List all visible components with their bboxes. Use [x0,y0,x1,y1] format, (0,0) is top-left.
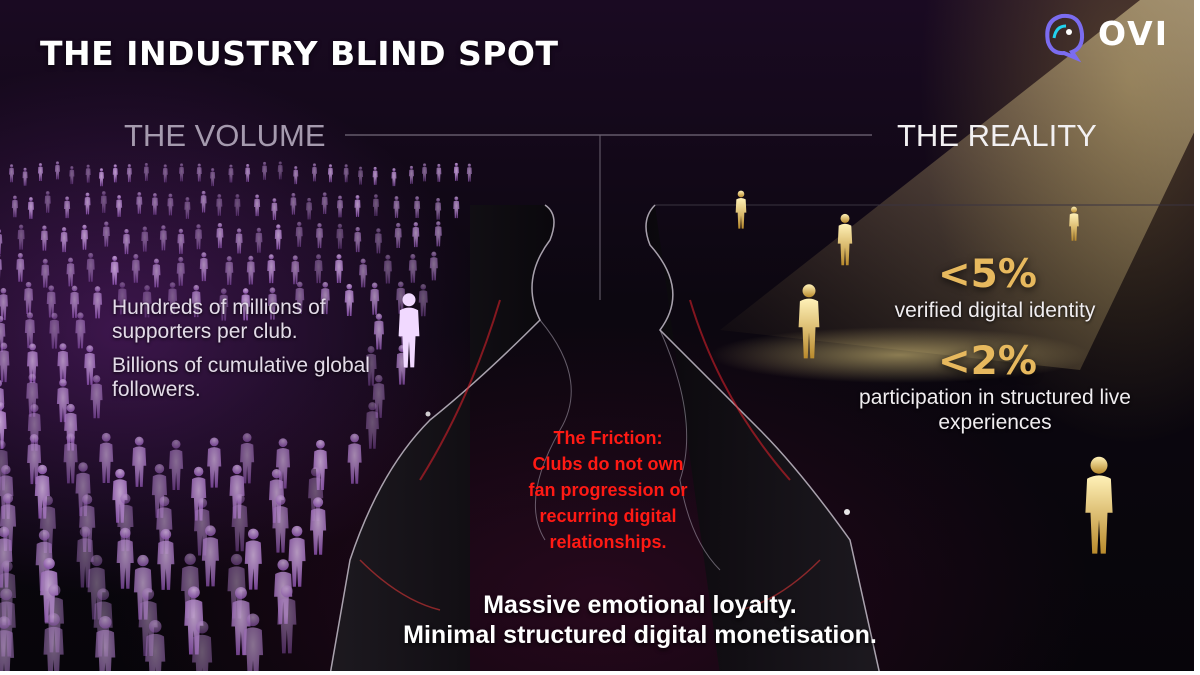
volume-heading: THE VOLUME [124,118,326,153]
friction-line: The Friction: [553,428,663,448]
volume-text-followers: Billions of cumulative global followers. [112,354,370,401]
conclusion-line: Minimal structured digital monetisation. [403,621,877,649]
logo-text: OVI [1098,14,1169,53]
friction-callout: The Friction: Clubs do not own fan progr… [488,425,728,555]
ovi-logo: OVI [1040,10,1190,56]
volume-text-supporters: Hundreds of millions of supporters per c… [112,296,326,343]
ovi-ghost-logo-icon [1045,13,1085,63]
friction-line: Clubs do not own [532,454,684,474]
reality-heading: THE REALITY [897,118,1097,153]
right-border [1194,0,1200,675]
conclusion: Massive emotional loyalty. Minimal struc… [300,590,980,650]
bottom-border [0,671,1200,675]
stat-identity-label: verified digital identity [894,299,1096,322]
stat-participation-value: <2% [938,339,1037,384]
stat-identity-value: <5% [938,252,1037,297]
friction-line: recurring digital [539,506,677,526]
stat-participation-label: participation in structured live experie… [859,386,1131,434]
conclusion-line: Massive emotional loyalty. [483,591,797,619]
friction-line: fan progression or [528,480,688,500]
friction-line: relationships. [549,532,667,552]
slide-title: THE INDUSTRY BLIND SPOT [40,34,559,73]
